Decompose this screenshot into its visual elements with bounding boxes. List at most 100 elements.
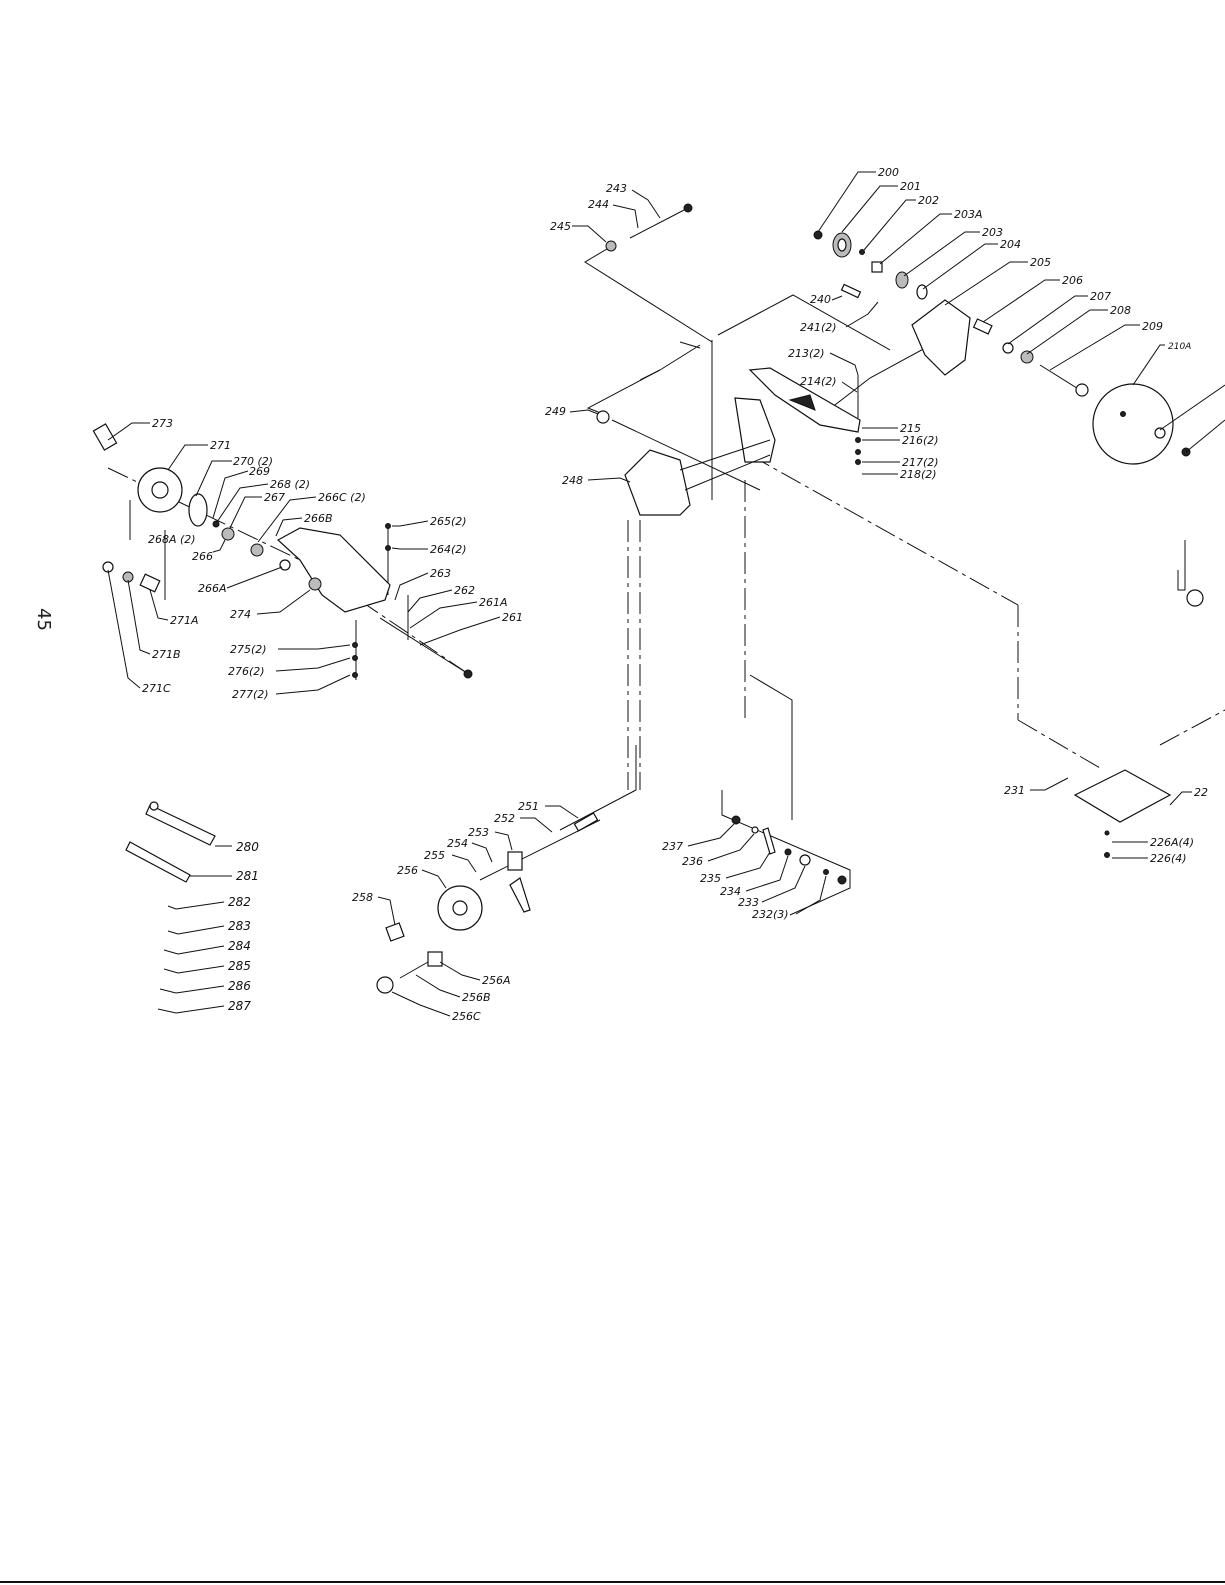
label-274: 274 bbox=[230, 608, 251, 621]
label-269: 269 bbox=[249, 465, 270, 478]
label-281: 281 bbox=[236, 869, 259, 883]
nut-266C bbox=[250, 543, 264, 557]
label-235: 235 bbox=[700, 872, 721, 885]
label-237: 237 bbox=[662, 840, 683, 853]
label-276: 276(2) bbox=[228, 665, 265, 678]
nut-200 bbox=[813, 230, 823, 240]
label-205: 205 bbox=[1030, 256, 1051, 269]
shaft-252 bbox=[479, 819, 601, 881]
label-206: 206 bbox=[1062, 274, 1083, 287]
label-271A: 271A bbox=[170, 614, 199, 627]
label-202: 202 bbox=[918, 194, 939, 207]
label-214: 214(2) bbox=[800, 375, 837, 388]
label-241: 241(2) bbox=[800, 321, 837, 334]
knob-256C bbox=[376, 976, 394, 994]
label-200: 200 bbox=[878, 166, 899, 179]
hex-keys bbox=[157, 905, 179, 1014]
label-266C: 266C (2) bbox=[318, 491, 366, 504]
bearing-207 bbox=[1020, 350, 1034, 364]
label-203A: 203A bbox=[954, 208, 983, 221]
label-208: 208 bbox=[1110, 304, 1131, 317]
page-number: 45 bbox=[33, 608, 54, 631]
saw-blade-210A bbox=[1092, 383, 1174, 465]
label-22x: 22 bbox=[1194, 786, 1208, 799]
label-267: 267 bbox=[264, 491, 285, 504]
label-255: 255 bbox=[424, 849, 445, 862]
label-232: 232(3) bbox=[752, 908, 789, 921]
label-270: 270 (2) bbox=[233, 455, 273, 468]
handle-256A bbox=[427, 951, 443, 967]
label-253: 253 bbox=[468, 826, 489, 839]
washer-266A bbox=[279, 559, 291, 571]
label-251: 251 bbox=[518, 800, 539, 813]
wrench-280 bbox=[145, 804, 216, 846]
label-254: 254 bbox=[447, 837, 468, 850]
label-271: 271 bbox=[210, 439, 231, 452]
nut-274 bbox=[308, 577, 322, 591]
leader-lines bbox=[107, 171, 1192, 1017]
label-275: 275(2) bbox=[230, 643, 267, 656]
label-233: 233 bbox=[738, 896, 759, 909]
parts bbox=[92, 203, 1225, 1014]
label-216: 216(2) bbox=[902, 434, 939, 447]
label-277: 277(2) bbox=[232, 688, 269, 701]
bracket-266B bbox=[276, 527, 391, 613]
label-285: 285 bbox=[228, 959, 251, 973]
trunnion-248 bbox=[624, 449, 691, 516]
sleeve-205 bbox=[972, 318, 993, 335]
label-210A: 210A bbox=[1168, 342, 1191, 352]
label-201: 201 bbox=[900, 180, 921, 193]
arbor-208 bbox=[1039, 364, 1081, 391]
label-287: 287 bbox=[228, 999, 251, 1013]
label-266A: 266A bbox=[198, 582, 227, 595]
collar-266 bbox=[221, 527, 235, 541]
arbor-209 bbox=[1075, 383, 1089, 397]
label-258: 258 bbox=[352, 891, 373, 904]
label-249: 249 bbox=[545, 405, 566, 418]
washer-249 bbox=[596, 410, 610, 424]
label-286: 286 bbox=[228, 979, 251, 993]
label-256A: 256A bbox=[482, 974, 511, 987]
label-261A: 261A bbox=[479, 596, 508, 609]
label-268A: 268A (2) bbox=[148, 533, 196, 546]
assembly-lines bbox=[107, 245, 1225, 916]
label-244: 244 bbox=[588, 198, 609, 211]
label-282: 282 bbox=[228, 895, 251, 909]
knob-273 bbox=[92, 423, 118, 451]
label-243: 243 bbox=[606, 182, 627, 195]
label-240: 240 bbox=[810, 293, 831, 306]
bushing-203A bbox=[871, 261, 883, 273]
label-203: 203 bbox=[982, 226, 1003, 239]
label-218: 218(2) bbox=[900, 468, 937, 481]
label-266B: 266B bbox=[304, 512, 333, 525]
arbor-bracket bbox=[911, 299, 971, 376]
label-231: 231 bbox=[1004, 784, 1025, 797]
washer-270 bbox=[188, 493, 208, 527]
part-labels: 200 201 202 203A 203 204 205 206 207 208… bbox=[142, 166, 1208, 1023]
pin-240 bbox=[840, 283, 862, 299]
label-226A: 226A(4) bbox=[1150, 836, 1194, 849]
label-226: 226(4) bbox=[1150, 852, 1187, 865]
page-bottom-rule bbox=[0, 1581, 1225, 1583]
washer-206 bbox=[1002, 342, 1014, 354]
label-245: 245 bbox=[550, 220, 571, 233]
label-252: 252 bbox=[494, 812, 515, 825]
label-256: 256 bbox=[397, 864, 418, 877]
label-217: 217(2) bbox=[902, 456, 939, 469]
label-273: 273 bbox=[152, 417, 173, 430]
rod-261 bbox=[379, 617, 471, 676]
nut-245 bbox=[605, 240, 617, 252]
label-213: 213(2) bbox=[788, 347, 825, 360]
label-271B: 271B bbox=[152, 648, 181, 661]
label-248: 248 bbox=[562, 474, 583, 487]
label-266: 266 bbox=[192, 550, 213, 563]
label-283: 283 bbox=[228, 919, 251, 933]
rod-243 bbox=[629, 207, 689, 239]
label-271C: 271C bbox=[142, 682, 171, 695]
bearing-203 bbox=[895, 271, 909, 289]
wrench-281 bbox=[125, 841, 191, 883]
label-265: 265(2) bbox=[430, 515, 467, 528]
lock-271A bbox=[139, 573, 161, 593]
label-284: 284 bbox=[228, 939, 251, 953]
